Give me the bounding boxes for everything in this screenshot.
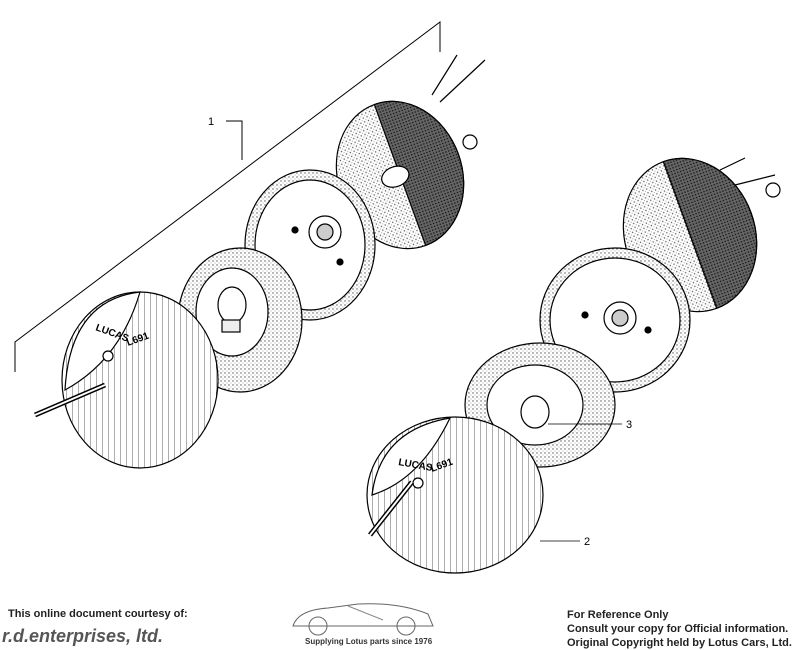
company-name: r.d.enterprises, ltd. — [2, 626, 164, 646]
exploded-lamp-drawing: LUCAS L691 LUC — [14, 20, 781, 574]
reference-line: For Reference Only — [567, 609, 669, 621]
lens — [366, 416, 544, 574]
tagline: Supplying Lotus parts since 1976 — [305, 637, 433, 646]
courtesy-text: This online document courtesy of: — [8, 608, 188, 620]
reference-line: Consult your copy for Official informati… — [567, 623, 789, 635]
lamp-body-bowl — [539, 247, 691, 393]
race-car-logo — [292, 603, 434, 636]
callout-1: 1 — [208, 116, 214, 128]
lens — [34, 291, 219, 469]
callout-3: 3 — [626, 419, 632, 431]
reference-line: Original Copyright held by Lotus Cars, L… — [567, 637, 792, 649]
left-lamp-assembly — [34, 54, 486, 469]
assembly-bracket-1 — [14, 20, 441, 372]
right-lamp-assembly — [366, 157, 781, 574]
callout-2: 2 — [584, 536, 590, 548]
